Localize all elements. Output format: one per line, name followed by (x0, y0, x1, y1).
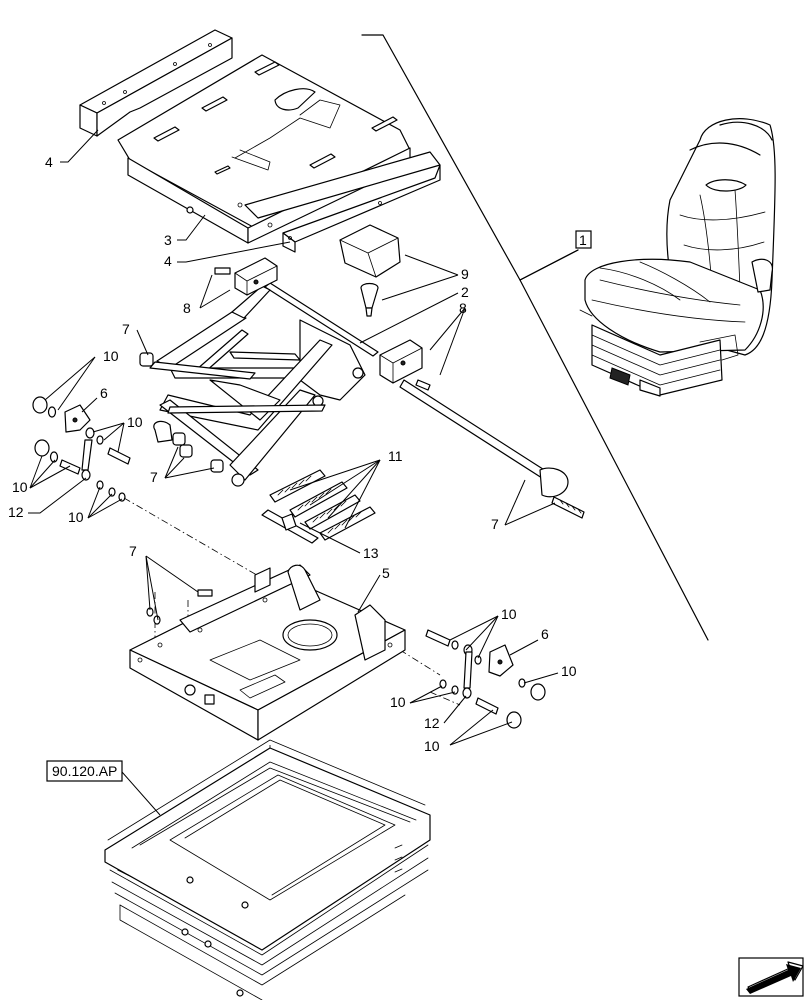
callout-5: 5 (382, 565, 390, 581)
callout-4: 4 (164, 253, 172, 269)
callout-labels: 4 3 4 9 2 8 8 7 10 6 10 10 12 10 7 11 7 … (8, 154, 577, 754)
callout-7: 7 (491, 516, 499, 532)
left-damper-hardware (32, 396, 131, 502)
callout-4: 4 (45, 154, 53, 170)
callout-13: 13 (363, 545, 379, 561)
callout-12: 12 (424, 715, 440, 731)
alignment-line (429, 691, 461, 706)
mounting-plate (79, 29, 441, 253)
callout-10: 10 (561, 663, 577, 679)
callout-3: 3 (164, 232, 172, 248)
callout-12: 12 (8, 504, 24, 520)
callout-7: 7 (150, 469, 158, 485)
callout-10: 10 (501, 606, 517, 622)
callout-7: 7 (129, 543, 137, 559)
callout-11: 11 (388, 448, 403, 464)
reference-label[interactable]: 90.120.AP (52, 763, 117, 779)
callout-2: 2 (461, 284, 469, 300)
callout-10: 10 (68, 509, 84, 525)
assembly-callout: 1 (579, 232, 587, 248)
arrow-back-icon[interactable] (738, 957, 804, 997)
alignment-line (123, 497, 263, 579)
reference-box[interactable]: 90.120.AP (46, 760, 123, 782)
callout-10: 10 (12, 479, 28, 495)
callout-6: 6 (100, 385, 108, 401)
rubber-buffers (339, 224, 401, 317)
bellows-skirt (104, 739, 431, 1000)
leader-lines (28, 129, 559, 816)
callout-10: 10 (127, 414, 143, 430)
callout-6: 6 (541, 626, 549, 642)
callout-9: 9 (461, 266, 469, 282)
callout-8: 8 (459, 300, 467, 316)
right-damper-hardware (425, 629, 546, 729)
callout-7: 7 (122, 321, 130, 337)
base-frame (129, 564, 406, 741)
bearing-blocks (214, 257, 431, 391)
scissor-linkage (139, 282, 585, 519)
callout-10: 10 (390, 694, 406, 710)
callout-10: 10 (424, 738, 440, 754)
seat-assembly-thumbnail: 1 (361, 34, 776, 641)
alignment-line (399, 649, 441, 676)
callout-8: 8 (183, 300, 191, 316)
callout-10: 10 (103, 348, 119, 364)
